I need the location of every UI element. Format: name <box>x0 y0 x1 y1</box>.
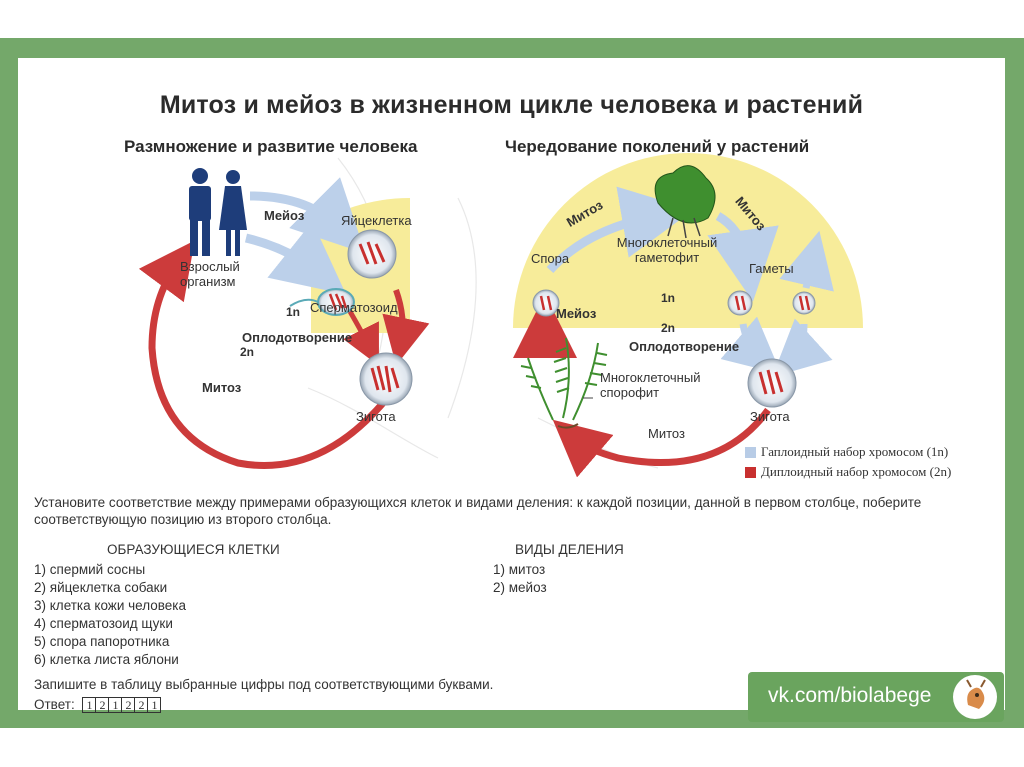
fertilization-arrow <box>382 288 430 366</box>
diploid-legend-label: Диплоидный набор хромосом (2n) <box>761 464 952 479</box>
list-item: 4) сперматозоид щуки <box>34 616 173 631</box>
gamete-arrow-right <box>772 318 833 377</box>
haploid-legend-label: Гаплоидный набор хромосом (1n) <box>761 444 949 459</box>
answer-cell: 1 <box>109 698 123 713</box>
division-list: 1) митоз 2) мейоз <box>493 561 547 597</box>
vk-watermark: vk.com/biolabege <box>748 672 1004 722</box>
gamete-arrow-left <box>720 316 782 375</box>
division-column-header: ВИДЫ ДЕЛЕНИЯ <box>515 542 624 557</box>
answer-label: Ответ: <box>34 697 75 712</box>
diploid-2n-label-human: 2n <box>240 345 255 359</box>
sporophyte-label: Многоклеточный спорофит <box>600 370 701 400</box>
haploid-legend-swatch <box>745 447 756 458</box>
haploid-1n-label-human: 1n <box>286 305 301 319</box>
slide-frame: Митоз и мейоз в жизненном цикле человека… <box>0 38 1024 728</box>
spore-icon <box>532 289 560 317</box>
gamete-icon-right <box>792 291 816 315</box>
list-item: 6) клетка листа яблони <box>34 652 179 667</box>
answer-cell: 1 <box>83 698 97 713</box>
sperm-cell-icon <box>289 288 355 316</box>
sperm-label: Сперматозоид <box>310 300 398 315</box>
egg-cell-icon <box>347 229 397 279</box>
life-cycle-diagrams <box>138 153 863 478</box>
meiosis-arrow-sperm <box>244 221 347 295</box>
zygote-label-human: Зигота <box>356 409 396 424</box>
answer-cell: 2 <box>135 698 149 713</box>
fern-icon <box>520 337 608 429</box>
mitosis-arrow-gametes <box>707 212 779 302</box>
diploid-legend-swatch <box>745 467 756 478</box>
mitosis-label-plant-bottom: Митоз <box>648 426 685 441</box>
zygote-icon-plant <box>747 358 797 408</box>
list-item: 1) митоз <box>493 562 546 577</box>
list-item: 3) клетка кожи человека <box>34 598 187 613</box>
page-title: Митоз и мейоз в жизненном цикле человека… <box>159 91 864 119</box>
gametophyte-label: Многоклеточный гаметофит <box>616 235 718 265</box>
mitosis-arrow-human <box>138 240 386 469</box>
list-item: 5) спора папоротника <box>34 634 170 649</box>
adult-organism-label: Взрослый организм <box>180 259 240 289</box>
mitosis-label-human: Митоз <box>202 380 242 395</box>
gametes-label: Гаметы <box>749 261 794 276</box>
zygote-icon-human <box>359 352 413 406</box>
task-instruction: Установите соответствие между примерами … <box>34 495 922 527</box>
fertilization-label-plant: Оплодотворение <box>629 339 740 354</box>
watermark-text: vk.com/biolabege <box>768 684 932 707</box>
gamete-up-arrow <box>779 230 834 292</box>
sperm-to-zygote-arrow <box>343 306 379 366</box>
answer-table: 1 2 1 2 2 1 <box>82 697 162 714</box>
spore-label: Спора <box>531 251 570 266</box>
mitosis-arrow-plant <box>552 407 771 478</box>
slide-panel: Митоз и мейоз в жизненном цикле человека… <box>18 58 1005 714</box>
cells-column-header: ОБРАЗУЮЩИЕСЯ КЛЕТКИ <box>107 542 280 557</box>
mitosis-arrow-spore <box>546 186 694 274</box>
answer-cell: 2 <box>122 698 136 713</box>
meiosis-label-plant: Мейоз <box>556 306 597 321</box>
answer-row: Ответ: 1 2 1 2 2 1 <box>34 696 162 714</box>
haploid-1n-label-plant: 1n <box>661 291 676 305</box>
woman-icon <box>219 170 247 256</box>
answer-cell: 1 <box>151 698 158 713</box>
deer-logo-icon <box>953 675 997 719</box>
zygote-label-plant: Зигота <box>750 409 790 424</box>
list-item: 2) яйцеклетка собаки <box>34 580 168 595</box>
list-item: 1) спермий сосны <box>34 562 146 577</box>
task-footer: Запишите в таблицу выбранные цифры под с… <box>34 677 494 692</box>
fertilization-label-human: Оплодотворение <box>242 330 353 345</box>
answer-cell: 2 <box>96 698 110 713</box>
man-icon <box>189 168 211 256</box>
gamete-icon-left <box>727 290 753 316</box>
meiosis-label-human: Мейоз <box>264 208 305 223</box>
human-section-title: Размножение и развитие человека <box>124 137 418 156</box>
list-item: 2) мейоз <box>493 580 547 595</box>
diploid-2n-label-plant: 2n <box>661 321 676 335</box>
gametophyte-icon <box>654 165 716 239</box>
cells-list: 1) спермий сосны 2) яйцеклетка собаки 3)… <box>34 561 186 669</box>
plant-section-title: Чередование поколений у растений <box>505 137 810 156</box>
egg-label: Яйцеклетка <box>341 213 412 228</box>
